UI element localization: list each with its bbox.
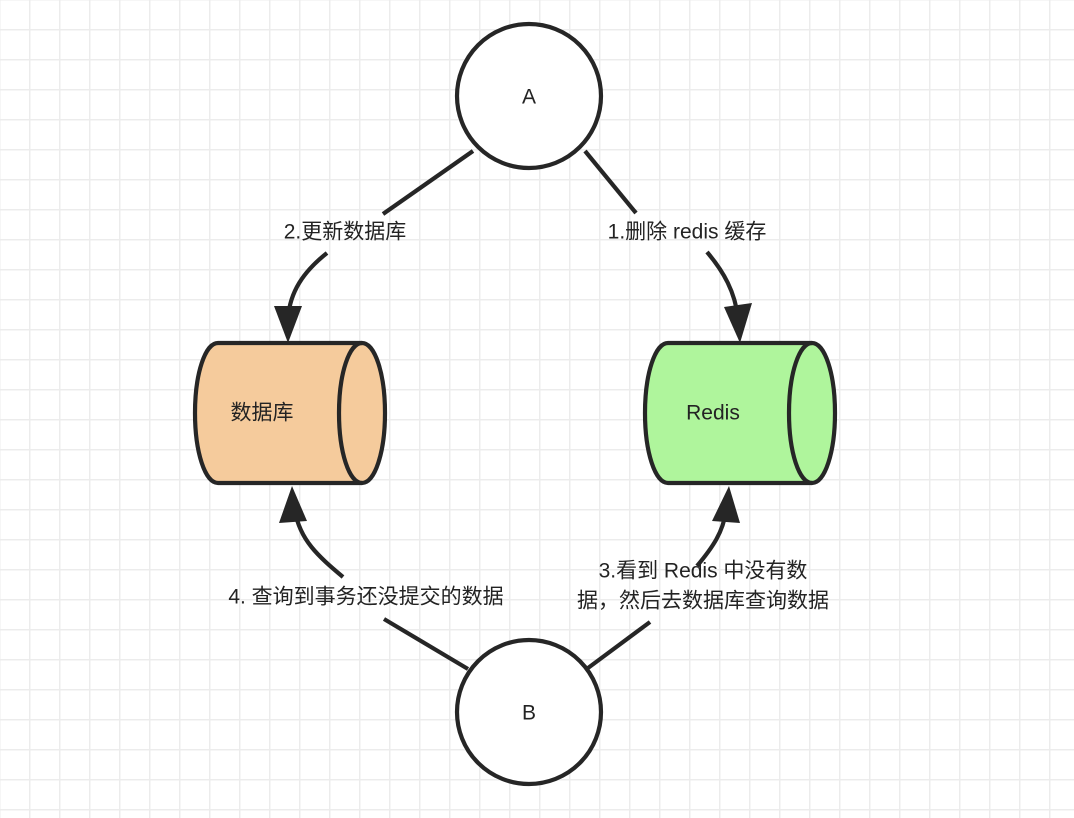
node-database[interactable]: 数据库: [192, 340, 388, 486]
edge-b-to-database-arrowhead: [279, 486, 307, 523]
node-b-label: B: [522, 702, 536, 725]
node-redis[interactable]: Redis: [642, 340, 838, 486]
node-redis-body[interactable]: [642, 340, 838, 486]
edge-label-a-to-database: 2.更新数据库: [284, 221, 407, 244]
edge-label-a-to-redis: 1.删除 redis 缓存: [608, 221, 767, 244]
edge-a-to-database: [274, 149, 475, 343]
edge-label-b-to-redis-line1: 3.看到 Redis 中没有数: [599, 560, 808, 583]
node-redis-cap: [786, 340, 813, 486]
node-database-label: 数据库: [231, 402, 294, 425]
edge-label-b-to-database-text: 4. 查询到事务还没提交的数据: [228, 586, 503, 609]
edge-a-to-redis-arrowhead: [724, 303, 752, 343]
node-a-shape[interactable]: [454, 21, 604, 171]
node-redis-label: Redis: [686, 402, 740, 425]
node-database-cap: [336, 340, 363, 486]
node-a-label: A: [522, 86, 536, 109]
edge-label-b-to-database: 4. 查询到事务还没提交的数据: [228, 586, 503, 609]
edge-label-b-to-redis-line2: 据，然后去数据库查询数据: [577, 590, 829, 613]
edge-a-to-database-line: [381, 149, 475, 216]
edge-a-to-database-arrowhead: [274, 306, 302, 343]
edge-label-a-to-redis-text: 1.删除 redis 缓存: [608, 221, 767, 244]
edge-b-to-database: [279, 486, 470, 671]
edge-label-b-to-redis: 3.看到 Redis 中没有数 据，然后去数据库查询数据: [577, 560, 829, 613]
edge-b-to-redis-arrowhead: [712, 486, 740, 523]
edge-a-to-redis: [583, 149, 752, 343]
edge-b-to-redis: [586, 486, 740, 670]
edge-a-to-redis-line: [583, 149, 638, 215]
node-a[interactable]: A: [454, 21, 604, 171]
edge-label-a-to-database-text: 2.更新数据库: [284, 221, 407, 244]
edge-b-to-redis-line: [586, 620, 652, 670]
edge-b-to-database-line: [382, 617, 470, 671]
node-b[interactable]: B: [454, 637, 604, 787]
node-b-shape[interactable]: [454, 637, 604, 787]
